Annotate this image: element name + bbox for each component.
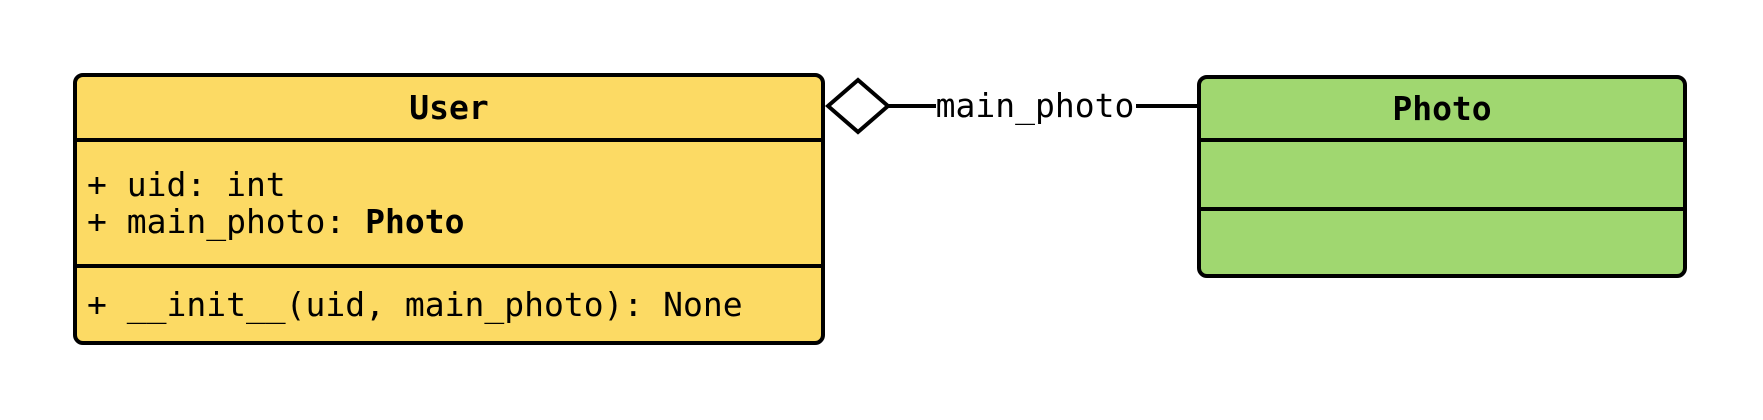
relation-label: main_photo: [935, 86, 1135, 125]
relation-line-left-segment: [886, 104, 936, 108]
class-attributes-user: + uid: int + main_photo: Photo: [77, 142, 821, 268]
class-box-photo: Photo: [1197, 75, 1687, 278]
aggregation-diamond-icon: [825, 77, 891, 135]
class-methods-user: + __init__(uid, main_photo): None: [77, 268, 821, 341]
relation-line-right-segment: [1136, 104, 1199, 108]
attribute-uid: + uid: int: [87, 165, 286, 204]
class-box-user: User + uid: int + main_photo: Photo + __…: [73, 73, 825, 345]
method-init: + __init__(uid, main_photo): None: [87, 285, 743, 324]
attribute-main-photo-prefix: + main_photo:: [87, 202, 366, 241]
class-title-photo: Photo: [1201, 79, 1683, 142]
class-methods-photo: [1201, 211, 1683, 274]
class-title-user: User: [77, 77, 821, 142]
attribute-main-photo: + main_photo: Photo: [87, 203, 821, 240]
class-attributes-photo: [1201, 142, 1683, 211]
attribute-main-photo-type: Photo: [365, 202, 465, 241]
